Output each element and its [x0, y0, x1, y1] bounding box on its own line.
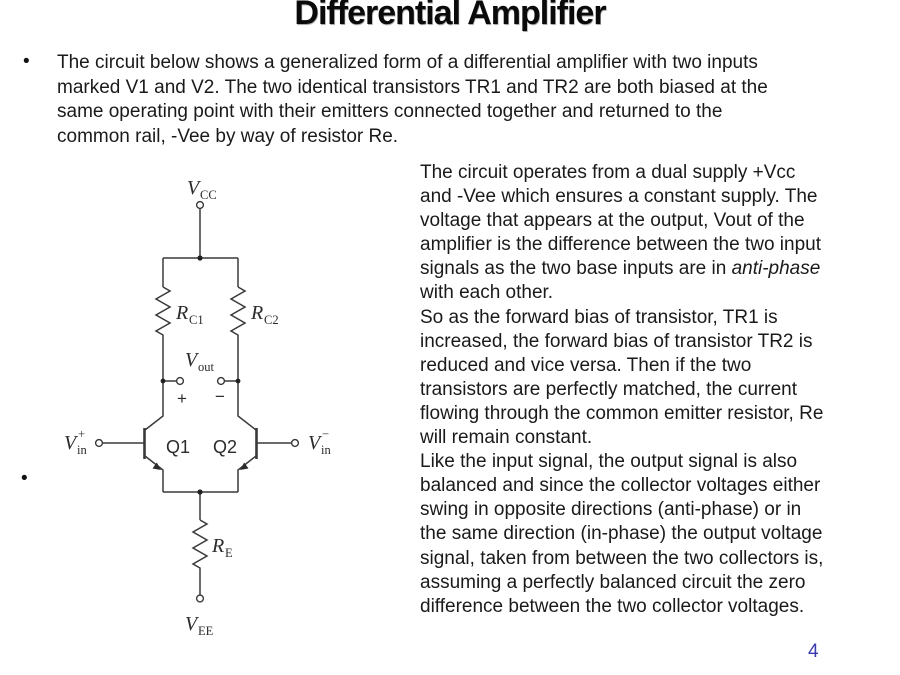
vin-minus-label: V−in: [308, 427, 331, 457]
description-paragraphs: The circuit operates from a dual supply …: [420, 162, 824, 617]
vee-label: VEE: [185, 613, 214, 638]
circuit-wires: [102, 208, 292, 595]
empty-bullet-icon: •: [21, 468, 28, 489]
q2-emitter-wire: [237, 455, 257, 492]
bullet-icon: •: [23, 51, 30, 72]
page-number: 4: [808, 641, 819, 662]
top-junction-dot: [197, 255, 203, 261]
intro-paragraph: The circuit below shows a generalized fo…: [57, 52, 768, 147]
vout-minus-terminal: [216, 376, 226, 386]
q1-collector-wire: [144, 337, 164, 431]
q1-emitter-wire: [144, 455, 164, 492]
vin-plus-terminal: [94, 438, 104, 448]
rc2-label: RC2: [250, 302, 279, 327]
page-title: Differential Amplifier: [294, 0, 606, 32]
vin-minus-terminal: [290, 438, 300, 448]
vout-plus-sign: +: [177, 389, 187, 408]
re-label: RE: [211, 535, 233, 560]
rc1-resistor: [154, 286, 172, 337]
right-tap-junction-dot: [235, 378, 241, 384]
q1-label: Q1: [166, 437, 190, 457]
vout-plus-terminal: [175, 376, 185, 386]
vin-plus-label: V+in: [64, 427, 87, 457]
q1-emitter-arrow-icon: [152, 462, 161, 470]
vout-minus-sign: −: [215, 387, 225, 406]
circuit-diagram: VCC RC1 RC2 Vout + − Q1 Q2 V+in V−in RE …: [64, 177, 331, 638]
rc2-resistor: [229, 286, 247, 337]
vcc-terminal: [195, 200, 205, 210]
vcc-label: VCC: [187, 177, 217, 202]
vout-label: Vout: [185, 349, 215, 374]
emitter-junction-dot: [197, 489, 203, 495]
re-resistor: [191, 519, 209, 572]
q2-collector-wire: [237, 337, 257, 431]
left-tap-junction-dot: [160, 378, 166, 384]
q2-label: Q2: [213, 437, 237, 457]
rc1-label: RC1: [175, 302, 204, 327]
vee-terminal: [195, 594, 205, 603]
q2-emitter-arrow-icon: [240, 462, 249, 470]
